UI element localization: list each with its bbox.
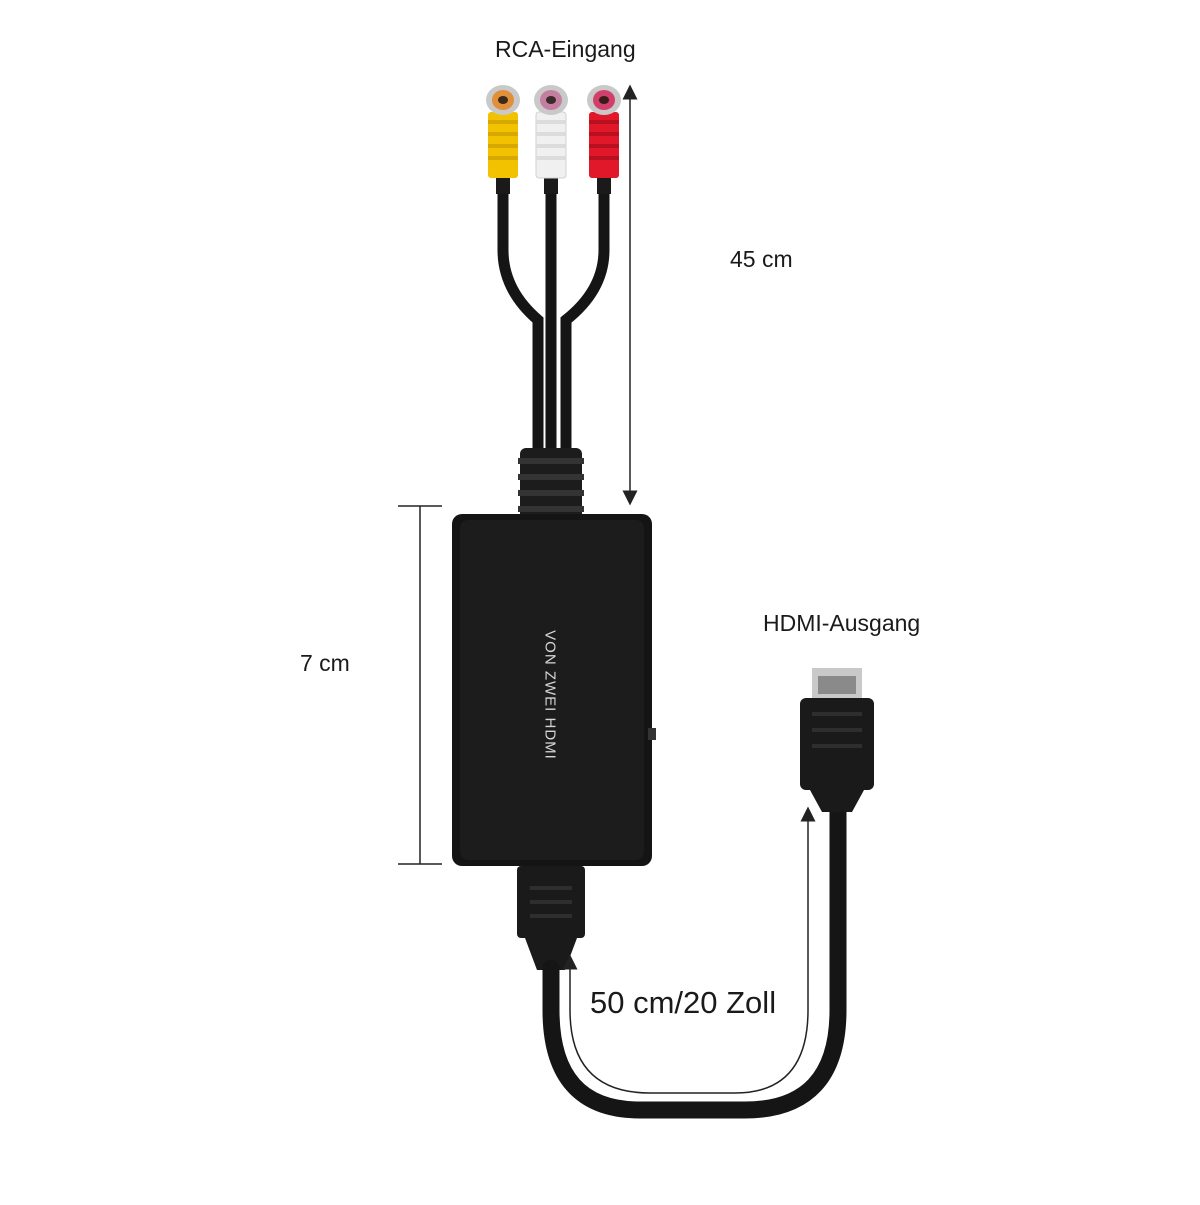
hdmi-output-label: HDMI-Ausgang bbox=[763, 610, 921, 636]
converter-box bbox=[452, 514, 656, 866]
hdmi-cable bbox=[542, 801, 847, 1119]
dimension-cable-arrow bbox=[562, 806, 816, 1094]
dimension-7-bracket bbox=[398, 505, 442, 865]
rca-plug-white bbox=[534, 85, 568, 194]
rca-plug-red bbox=[587, 85, 621, 194]
rca-cables bbox=[497, 184, 610, 461]
rca-input-label: RCA-Eingang bbox=[495, 36, 636, 62]
hdmi-plug-output bbox=[800, 668, 874, 812]
strain-relief bbox=[518, 448, 584, 520]
cable-length-label: 50 cm/20 Zoll bbox=[590, 985, 777, 1020]
rca-plug-yellow bbox=[486, 85, 520, 194]
length-7-label: 7 cm bbox=[300, 650, 350, 676]
hdmi-plug-box bbox=[517, 866, 585, 970]
length-45-label: 45 cm bbox=[730, 246, 793, 272]
brand-text: VON ZWEI HDMI bbox=[541, 630, 559, 760]
